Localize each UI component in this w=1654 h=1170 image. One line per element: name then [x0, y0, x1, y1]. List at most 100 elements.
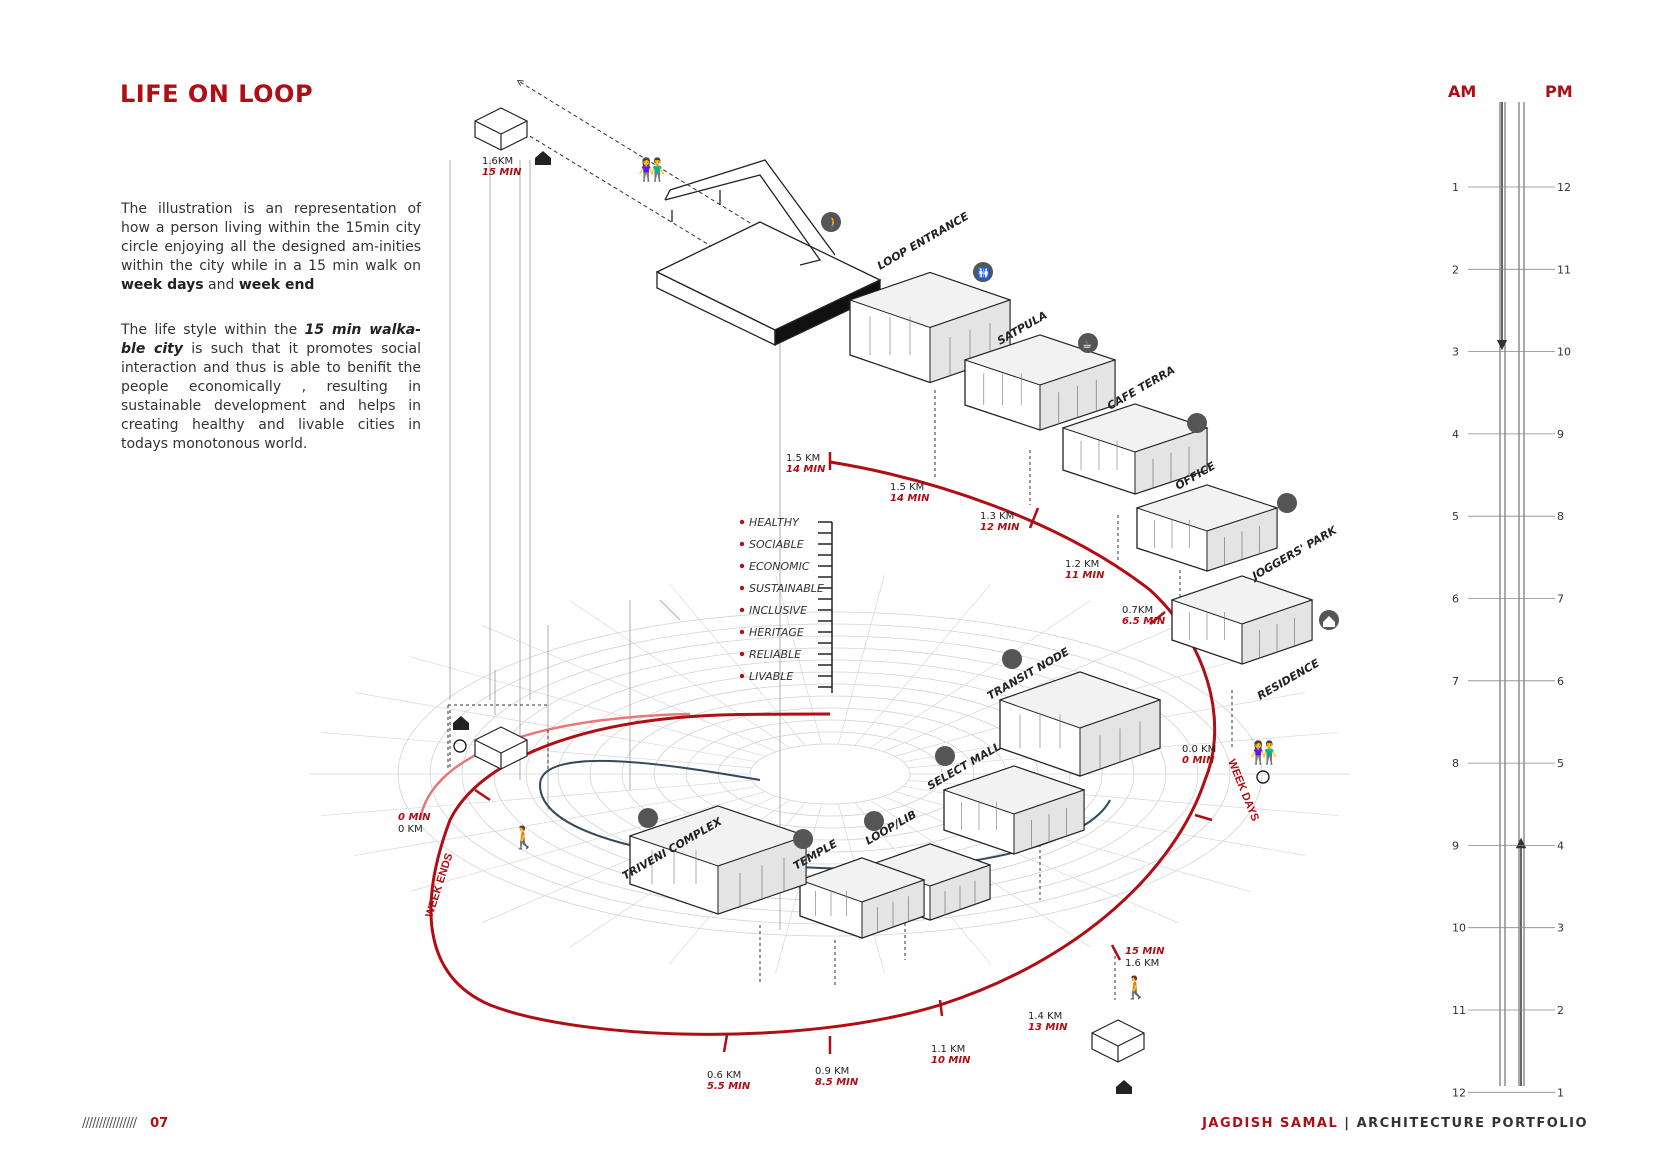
intro-p2-text-start: The life style within the: [121, 322, 305, 338]
distance-km: 1.6KM: [482, 156, 513, 167]
intro-p2-text-end: is such that it promotes social interact…: [121, 341, 421, 452]
stop-box: [1170, 575, 1314, 665]
quality-bullet: [739, 541, 745, 547]
timeline-pm-tick: 11: [1557, 263, 1571, 276]
distance-min: 0 MIN: [1182, 755, 1215, 766]
home-icon: [1319, 610, 1339, 630]
svg-text:🚶: 🚶: [826, 216, 841, 230]
svg-text:🚶: 🚶: [510, 825, 537, 851]
temple-icon: [793, 829, 813, 849]
distance-km: 0 KM: [398, 824, 423, 835]
stop-box: [942, 765, 1086, 855]
intro-p1-text: The illustration is an representation of…: [121, 201, 421, 274]
stop-box: [1061, 403, 1209, 495]
timeline-am-tick: 3: [1452, 346, 1459, 359]
distance-min: 5.5 MIN: [707, 1081, 751, 1092]
library-icon: [864, 811, 884, 831]
distance-km: 0.9 KM: [815, 1066, 849, 1077]
timeline-am-tick: 8: [1452, 757, 1459, 770]
distance-km: 0.6 KM: [707, 1070, 741, 1081]
distance-km: 1.3 KM: [980, 511, 1014, 522]
quality-label: LIVABLE: [749, 670, 793, 683]
stop-box: [963, 334, 1117, 431]
timeline-pm-tick: 3: [1557, 922, 1564, 935]
quality-bullet: [739, 607, 745, 613]
distance-km: 1.1 KM: [931, 1044, 965, 1055]
timeline-pm-tick: 8: [1557, 510, 1564, 523]
quality-label: HERITAGE: [749, 626, 804, 639]
timeline-am-tick: 6: [1452, 593, 1459, 606]
intro-paragraph-1: The illustration is an representation of…: [121, 200, 421, 295]
timeline-am-tick: 10: [1452, 922, 1466, 935]
quality-label: SUSTAINABLE: [749, 582, 824, 595]
loop-entrance-block: [655, 159, 882, 347]
footer-right: JAGDISH SAMAL | ARCHITECTURE PORTFOLIO: [1202, 1116, 1588, 1131]
shop-icon: [638, 808, 658, 828]
timeline-pm-tick: 12: [1557, 181, 1571, 194]
quality-label: INCLUSIVE: [749, 604, 807, 617]
page-title: LIFE ON LOOP: [120, 80, 314, 108]
timeline-pm-tick: 10: [1557, 346, 1571, 359]
loop-ticks: [474, 452, 1213, 1054]
svg-text:🚻: 🚻: [977, 267, 991, 280]
timeline-am-tick: 4: [1452, 428, 1459, 441]
timeline-am-tick: 5: [1452, 510, 1459, 523]
distance-km: 0.0 KM: [1182, 744, 1216, 755]
intro-p1-bold-weekdays: week days: [121, 277, 204, 293]
timeline-am-tick: 7: [1452, 675, 1459, 688]
distance-min: 14 MIN: [890, 493, 930, 504]
distance-min: 6.5 MIN: [1122, 616, 1166, 627]
quality-bullet: [739, 563, 745, 569]
timeline-pm-tick: 6: [1557, 675, 1564, 688]
quality-label: RELIABLE: [749, 648, 801, 661]
footer-separator: |: [1338, 1116, 1357, 1131]
timeline-pm-tick: 4: [1557, 839, 1564, 852]
walking-person-icon: 🚶: [821, 212, 841, 232]
intro-p1-and: and: [203, 277, 239, 293]
distance-min: 15 MIN: [482, 167, 522, 178]
stop-box: [1135, 484, 1279, 572]
shop-icon: [1187, 413, 1207, 433]
residence-markers: [474, 107, 1145, 1063]
footer-slashes: ////////////////: [82, 1116, 137, 1131]
svg-text:👫: 👫: [1250, 740, 1277, 766]
stop-box: [628, 805, 808, 915]
alarm-clock-icon: [453, 739, 467, 753]
footer-portfolio: ARCHITECTURE PORTFOLIO: [1356, 1116, 1588, 1131]
qualities-list: HEALTHYSOCIABLEECONOMICSUSTAINABLEINCLUS…: [739, 516, 833, 693]
distance-km: 1.6 KM: [1125, 958, 1159, 969]
intro-p1-bold-weekend: week end: [238, 277, 315, 293]
stop-label: CAFE TERRA: [1105, 363, 1177, 412]
week-ends-label: WEEK ENDS: [423, 852, 455, 919]
alarm-clock-icon: [1256, 770, 1270, 784]
distance-km: 1.4 KM: [1028, 1011, 1062, 1022]
svg-text:🚶: 🚶: [1122, 975, 1149, 1001]
week-days-label: WEEK DAYS: [1225, 758, 1261, 823]
distance-km: 1.5 KM: [890, 482, 924, 493]
coffee-cup-icon: ☕: [1078, 333, 1098, 353]
quality-label: HEALTHY: [749, 516, 800, 529]
home-icon: [453, 716, 469, 730]
vertical-guides: [449, 160, 781, 930]
bus-icon: [1002, 649, 1022, 669]
distance-km: 1.2 KM: [1065, 559, 1099, 570]
quality-bullet: [739, 519, 745, 525]
walking-person-icon: 🚶: [1122, 975, 1149, 1001]
distance-min: 12 MIN: [980, 522, 1020, 533]
page-number: 07: [150, 1116, 169, 1131]
restroom-icon: 🚻: [973, 262, 993, 282]
distance-min: 11 MIN: [1065, 570, 1105, 581]
timeline-pm-label: PM: [1545, 82, 1573, 101]
distance-min: 8.5 MIN: [815, 1077, 859, 1088]
distance-min: 13 MIN: [1028, 1022, 1068, 1033]
quality-bullet: [739, 673, 745, 679]
timeline-am-tick: 12: [1452, 1086, 1466, 1099]
icons: 👫 🚶 🚶 👫 🚶 🚻 ☕: [453, 151, 1339, 1094]
distance-min: 0 MIN: [398, 812, 431, 823]
footer-left: //////////////// 07: [82, 1116, 168, 1131]
stop-box: [798, 857, 926, 939]
distance-min: 10 MIN: [931, 1055, 971, 1066]
timeline-pm-tick: 5: [1557, 757, 1564, 770]
